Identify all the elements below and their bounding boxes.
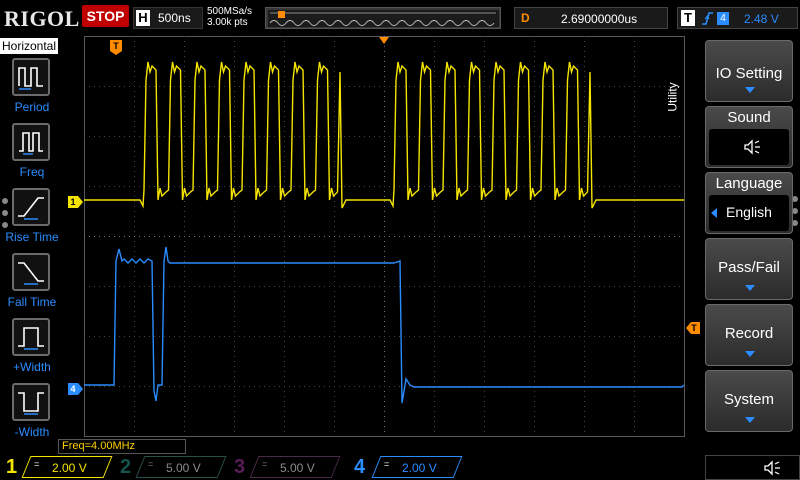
channel-2-status[interactable]: 2 = 5.00 V [118,454,228,480]
frequency-readout: Freq=4.00MHz [58,439,186,454]
measure-fall-time-label: Fall Time [7,295,57,309]
menu-record[interactable]: Record [705,304,793,366]
ch4-offset-label: 4 [70,384,75,394]
language-value-box: English [709,195,789,231]
timebase-value: 500ns [158,11,191,25]
chevron-down-icon [745,351,755,357]
timebase-label: H [136,10,150,26]
ch1-offset-marker-icon[interactable]: 1 [68,196,84,208]
delay-box[interactable]: D 2.69000000us [514,7,668,29]
menu-section-label: Utility [666,60,704,160]
channel-4-status[interactable]: 4 = 2.00 V [346,454,463,480]
channel-3-scale: 5.00 V [280,461,315,475]
channel-1-status[interactable]: 1 = 2.00 V [4,454,114,480]
trigger-position-label: T [113,41,119,51]
chevron-down-icon [745,285,755,291]
negative-width-icon [12,383,50,421]
menu-sound[interactable]: Sound [705,106,793,168]
measure-rise-time[interactable]: Rise Time [0,188,64,252]
ch1-offset-label: 1 [70,197,75,207]
measure-fall-time[interactable]: Fall Time [0,253,64,317]
acquisition-info: 500MSa/s 3.00k pts [207,6,252,28]
measure-negative-width[interactable]: -Width [0,383,64,447]
channel-2-scale: 5.00 V [166,461,201,475]
speaker-icon [744,139,760,155]
speaker-icon [764,460,780,476]
rise-time-icon [12,188,50,226]
memory-overview-strip[interactable] [265,7,501,29]
trigger-label: T [681,10,695,26]
record-label: Record [724,325,774,342]
brand-logo: RIGOL [4,6,80,31]
measure-period[interactable]: Period [0,58,64,122]
memory-trigger-marker-icon [278,11,285,18]
trigger-position-marker-icon[interactable]: T [110,40,124,56]
timebase-box[interactable]: H 500ns [133,7,203,29]
io-setting-label: IO Setting [715,65,783,82]
measure-frequency-label: Freq [19,165,45,179]
pass-fail-label: Pass/Fail [718,259,780,276]
run-stop-indicator[interactable]: STOP [82,5,129,27]
language-label: Language [715,175,783,192]
utility-label: Utility [665,82,680,112]
sound-value-box [709,129,789,165]
menu-io-setting[interactable]: IO Setting [705,40,793,102]
channel-1-scale: 2.00 V [52,461,87,475]
trigger-level-marker-icon[interactable]: T [686,322,700,334]
measure-positive-width-label: +Width [13,360,51,374]
chevron-left-icon [711,208,717,218]
measure-frequency[interactable]: Freq [0,123,64,187]
channel-3-number: 3 [234,456,246,478]
measure-negative-width-label: -Width [14,425,50,439]
menu-system[interactable]: System [705,370,793,432]
channel-4-scale: 2.00 V [402,461,437,475]
measure-rise-time-label: Rise Time [5,230,59,244]
trigger-box[interactable]: T 4 2.48 V [677,7,798,29]
waveform-display[interactable] [84,36,685,437]
rising-edge-icon [700,10,714,29]
ch4-offset-marker-icon[interactable]: 4 [68,383,84,395]
channel-3-coupling: = [262,459,268,469]
sample-rate: 500MSa/s [207,6,253,17]
channel-2-number: 2 [120,456,132,478]
positive-width-icon [12,318,50,356]
channel-4-number: 4 [354,456,366,478]
top-status-bar: RIGOL STOP H 500ns 500MSa/s 3.00k pts D … [0,0,800,36]
measure-period-label: Period [14,100,50,114]
frequency-icon [12,123,50,161]
delay-value: 2.69000000us [561,12,638,26]
measure-positive-width[interactable]: +Width [0,318,64,382]
channel-3-status[interactable]: 3 = 5.00 V [232,454,342,480]
trigger-center-marker-icon [379,37,389,44]
memory-depth: 3.00k pts [207,17,248,28]
fall-time-icon [12,253,50,291]
trigger-source: 4 [717,12,729,25]
system-label: System [723,391,774,408]
chevron-down-icon [745,417,755,423]
sound-label: Sound [727,109,771,126]
language-value: English [726,204,772,220]
channel-1-coupling: = [34,459,40,469]
grid-lines [84,36,684,436]
measure-panel-title: Horizontal [0,38,58,54]
trigger-level: 2.48 V [744,12,779,26]
period-icon [12,58,50,96]
menu-language[interactable]: Language English [705,172,793,234]
menu-pass-fail[interactable]: Pass/Fail [705,238,793,300]
delay-label: D [521,11,530,25]
memory-overview-graphic [266,8,501,29]
channel-1-number: 1 [6,456,18,478]
chevron-down-icon [745,87,755,93]
channel-2-coupling: = [148,459,154,469]
channel-4-coupling: = [384,459,390,469]
trigger-level-marker-label: T [691,323,697,333]
ch1-waveform [84,61,684,209]
channel-status-bar: 1 = 2.00 V 2 = 5.00 V 3 = 5.00 V 4 = 2.0… [0,454,800,480]
ch4-waveform [84,246,685,404]
sound-status[interactable] [705,455,800,480]
